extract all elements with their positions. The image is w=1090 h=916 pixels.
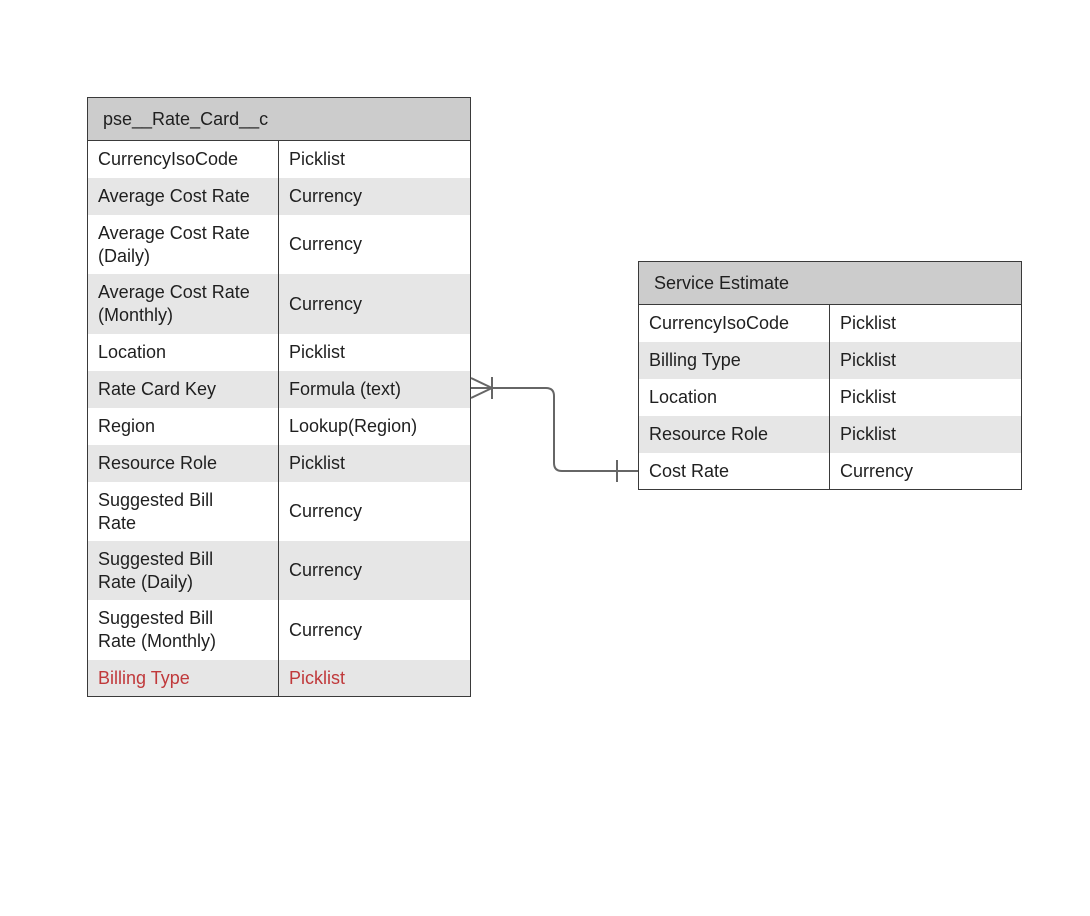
field-type: Currency (289, 293, 363, 314)
column-divider (829, 305, 830, 489)
field-row[interactable]: Suggested Bill Rate (Daily) Currency (88, 541, 470, 600)
field-type: Currency (840, 460, 914, 481)
field-row[interactable]: Location Picklist (639, 379, 1021, 416)
field-row[interactable]: Resource Role Picklist (639, 416, 1021, 453)
field-row[interactable]: Region Lookup(Region) (88, 408, 470, 445)
field-row-highlighted[interactable]: Billing Type Picklist (88, 660, 470, 696)
field-type: Formula (text) (289, 379, 402, 399)
field-type: Currency (289, 619, 363, 640)
field-name: Average Cost Rate (Daily) (98, 222, 250, 266)
field-row[interactable]: Suggested Bill Rate Currency (88, 482, 470, 541)
field-row[interactable]: Average Cost Rate (Daily) Currency (88, 215, 470, 274)
field-name: CurrencyIsoCode (649, 313, 790, 333)
field-name: Rate Card Key (98, 379, 217, 399)
field-type: Picklist (840, 387, 897, 407)
field-type: Lookup(Region) (289, 416, 418, 436)
entity-service-estimate[interactable]: Service Estimate CurrencyIsoCode Picklis… (638, 261, 1022, 490)
field-name: Region (98, 416, 156, 436)
field-row[interactable]: Billing Type Picklist (639, 342, 1021, 379)
field-name: Average Cost Rate (98, 186, 250, 206)
field-row[interactable]: CurrencyIsoCode Picklist (639, 305, 1021, 342)
entity-service-estimate-header: Service Estimate (639, 262, 1021, 305)
field-name: Billing Type (649, 350, 741, 370)
field-name: Suggested Bill Rate (Monthly) (98, 608, 217, 651)
connector-line (471, 387, 638, 472)
field-name: Suggested Bill Rate (Daily) (98, 548, 214, 592)
entity-rate-card[interactable]: pse__Rate_Card__c CurrencyIsoCode Pickli… (87, 97, 471, 697)
column-divider (278, 141, 279, 696)
field-type: Currency (289, 501, 363, 521)
field-name: Resource Role (649, 424, 769, 444)
field-row[interactable]: CurrencyIsoCode Picklist (88, 141, 470, 178)
field-type: Picklist (840, 313, 897, 333)
entity-service-estimate-title: Service Estimate (654, 272, 790, 293)
field-name: Resource Role (98, 453, 218, 473)
field-type: Picklist (289, 667, 346, 688)
entity-rate-card-fields: CurrencyIsoCode Picklist Average Cost Ra… (88, 141, 470, 696)
field-type: Currency (289, 560, 363, 580)
field-type: Picklist (840, 350, 897, 370)
field-type: Currency (289, 234, 363, 254)
field-type: Picklist (289, 342, 346, 362)
field-row[interactable]: Average Cost Rate Currency (88, 178, 470, 215)
field-name: Location (649, 387, 718, 407)
field-row[interactable]: Suggested Bill Rate (Monthly) Currency (88, 600, 470, 660)
field-type: Picklist (289, 149, 346, 169)
field-type: Picklist (289, 453, 346, 473)
field-name: Average Cost Rate (Monthly) (98, 282, 250, 325)
field-row[interactable]: Cost Rate Currency (639, 453, 1021, 489)
entity-service-estimate-fields: CurrencyIsoCode Picklist Billing Type Pi… (639, 305, 1021, 489)
field-name: Location (98, 342, 167, 362)
field-row[interactable]: Location Picklist (88, 334, 470, 371)
field-type: Currency (289, 186, 363, 206)
field-name: Suggested Bill Rate (98, 489, 214, 533)
field-row[interactable]: Resource Role Picklist (88, 445, 470, 482)
field-type: Picklist (840, 424, 897, 444)
field-name: CurrencyIsoCode (98, 149, 239, 169)
entity-rate-card-title: pse__Rate_Card__c (103, 108, 269, 129)
field-row[interactable]: Average Cost Rate (Monthly) Currency (88, 274, 470, 334)
field-row[interactable]: Rate Card Key Formula (text) (88, 371, 470, 408)
entity-rate-card-header: pse__Rate_Card__c (88, 98, 470, 141)
field-name: Billing Type (98, 667, 190, 688)
many-crowfoot-icon (470, 377, 493, 399)
field-name: Cost Rate (649, 460, 730, 481)
